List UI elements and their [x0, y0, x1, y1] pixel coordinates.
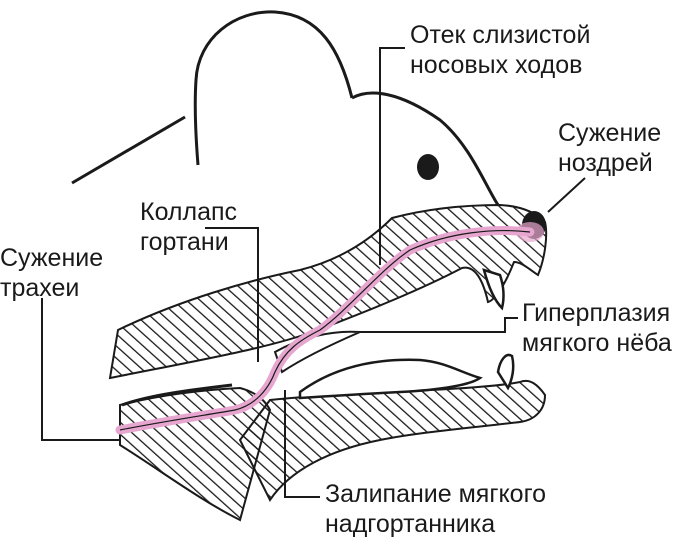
skull-outline	[351, 91, 500, 206]
airway-edge	[119, 229, 531, 431]
label-trachea-line1: Сужение	[0, 244, 104, 272]
label-larynx-line1: Коллапс	[140, 198, 238, 226]
label-mucosa-edema-line2: носовых ходов	[410, 51, 583, 79]
ear-outline	[193, 10, 354, 166]
leader-mucosa-edema	[379, 47, 405, 265]
label-soft-palate-hyperplasia: Гиперплазия мягкого нёба	[522, 298, 672, 358]
label-nostril-narrowing: Сужение ноздрей	[558, 118, 661, 178]
label-larynx-line2: гортани	[140, 228, 229, 256]
leader-nostril	[547, 177, 586, 213]
neck-outline	[71, 115, 186, 185]
label-epiglottis-line2: надгортанника	[325, 510, 496, 538]
label-mucosa-edema: Отек слизистой носовых ходов	[410, 20, 590, 80]
label-trachea-line2: трахеи	[0, 274, 80, 302]
label-mucosa-edema-line1: Отек слизистой	[410, 21, 591, 49]
trachea-upper-wall	[121, 383, 233, 407]
leader-larynx-collapse	[205, 227, 259, 362]
label-epiglottis-line1: Залипание мягкого	[325, 480, 547, 508]
lower-canine	[496, 353, 515, 391]
upper-fang	[482, 268, 505, 311]
eye	[417, 154, 439, 180]
mouth-interior	[298, 358, 483, 400]
label-nostril-line1: Сужение	[558, 119, 662, 147]
label-nostril-line2: ноздрей	[558, 149, 653, 177]
leader-trachea	[41, 298, 120, 441]
leader-soft-palate	[360, 317, 518, 333]
label-soft-palate-line2: мягкого нёба	[522, 329, 672, 357]
leader-epiglottis	[284, 390, 320, 498]
label-trachea-narrowing: Сужение трахеи	[0, 243, 103, 303]
label-larynx-collapse: Коллапс гортани	[140, 197, 237, 257]
label-epiglottis-entrapment: Залипание мягкого надгортанника	[325, 479, 546, 539]
label-soft-palate-line1: Гиперплазия	[522, 299, 671, 327]
